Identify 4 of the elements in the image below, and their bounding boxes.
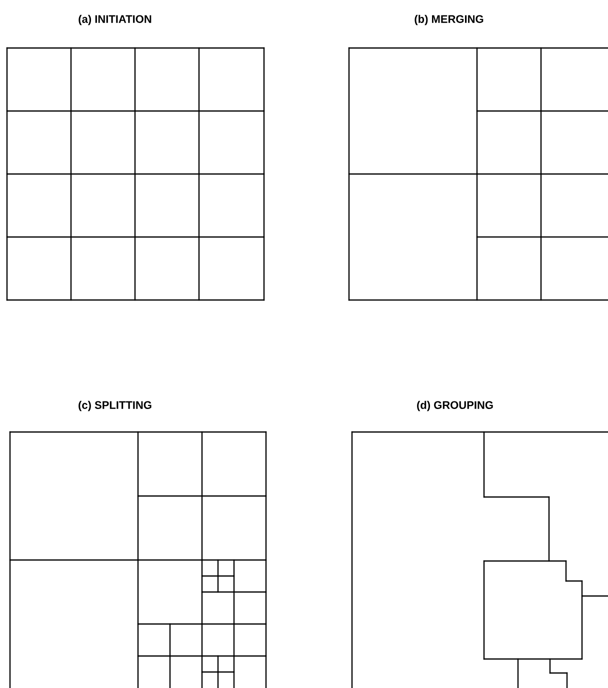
- grid-panel: (a) INITIATION: [6, 14, 265, 301]
- grid-panel: (d) GROUPING: [351, 400, 608, 688]
- grid-panel: (b) MERGING: [348, 14, 608, 301]
- grid-panel: (c) SPLITTING: [9, 400, 267, 688]
